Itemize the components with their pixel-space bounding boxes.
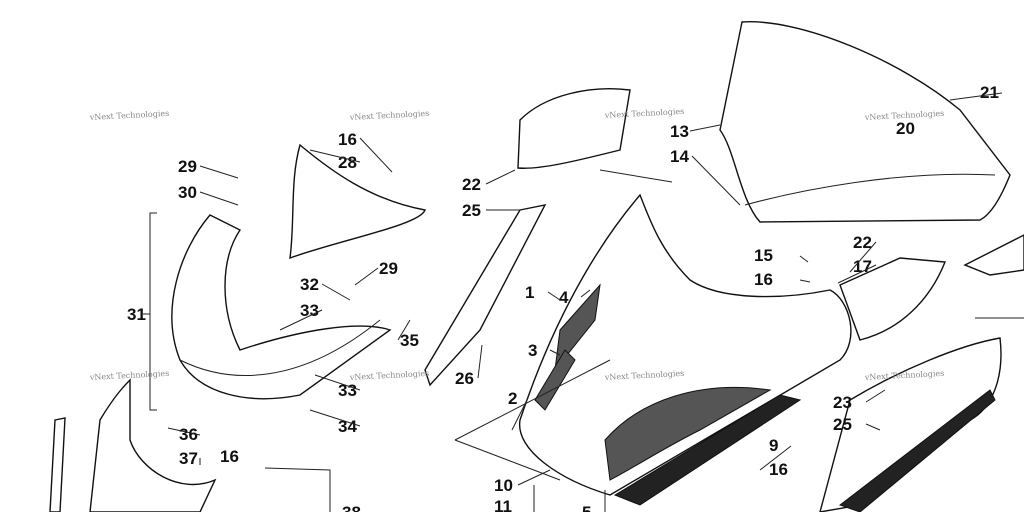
callout: 34 [338, 417, 357, 436]
lower-left-panel [89, 378, 217, 512]
callout: 16 [769, 460, 788, 479]
watermark: vNext Technologies [604, 369, 685, 382]
callout: 35 [400, 331, 419, 350]
callout: 36 [179, 425, 198, 444]
callout: 13 [670, 122, 689, 141]
hood [519, 193, 852, 496]
callout: 33 [300, 301, 319, 320]
callout: 14 [670, 147, 689, 166]
callout: 16 [754, 270, 773, 289]
headlight-shroud [289, 143, 426, 260]
callout: 33 [338, 381, 357, 400]
callout: 31 [127, 305, 146, 324]
lower-left-strip [49, 417, 66, 512]
callout: 29 [178, 157, 197, 176]
hood-grille [604, 387, 772, 481]
callout: 26 [455, 369, 474, 388]
callout: 25 [833, 415, 852, 434]
callout: 28 [338, 153, 357, 172]
callout: 29 [379, 259, 398, 278]
callout: 37 [179, 449, 198, 468]
callout: 5 [582, 503, 591, 512]
callout: 9 [769, 436, 778, 455]
left-side-trim [517, 88, 631, 169]
front-bumper-cowl [171, 214, 392, 400]
watermark: vNext Technologies [864, 369, 945, 382]
side-panel-stripe [838, 389, 996, 512]
callout: 20 [896, 119, 915, 138]
hood-stripe [613, 394, 802, 506]
callout: 23 [833, 393, 852, 412]
side-vent [839, 257, 946, 341]
watermark: vNext Technologies [864, 109, 945, 122]
watermark: vNext Technologies [89, 109, 170, 122]
hood-vent-upper [554, 283, 601, 372]
callout: 10 [494, 476, 513, 495]
right-side-trim [963, 234, 1024, 276]
watermark: vNext Technologies [349, 369, 430, 382]
callout: 3 [528, 341, 537, 360]
callout: 16 [220, 447, 239, 466]
windshield [719, 21, 1011, 223]
watermark: vNext Technologies [89, 369, 170, 382]
callout: 4 [559, 288, 569, 307]
callout: 30 [178, 183, 197, 202]
hood-vent-lower [534, 349, 576, 411]
callout: 1 [525, 283, 534, 302]
callouts: 29 30 16 28 31 32 29 33 35 33 34 36 37 1… [127, 83, 999, 512]
callout: 15 [754, 246, 773, 265]
callout: 11 [494, 497, 512, 512]
callout: 25 [462, 201, 481, 220]
callout: 22 [853, 233, 872, 252]
left-side-rail [424, 204, 547, 387]
callout: 32 [300, 275, 319, 294]
callout: 21 [980, 83, 999, 102]
watermark: vNext Technologies [349, 109, 430, 122]
callout: 17 [853, 257, 872, 276]
callout: 16 [338, 130, 357, 149]
callout: 22 [462, 175, 481, 194]
watermark: vNext Technologies [604, 107, 685, 120]
callout: 38 [342, 503, 361, 512]
callout: 2 [508, 389, 517, 408]
